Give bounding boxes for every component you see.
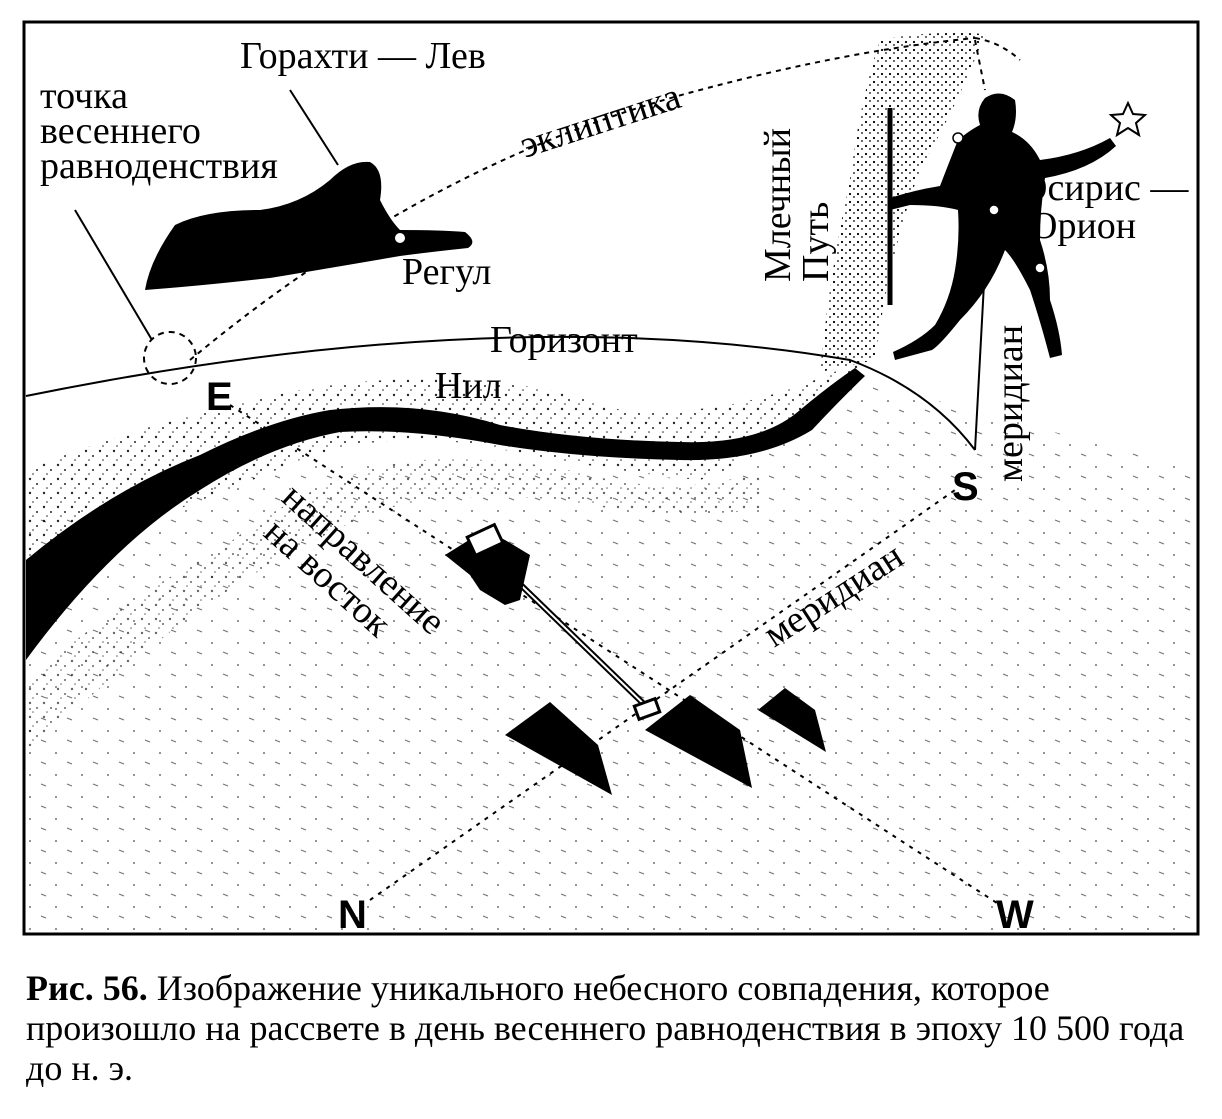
horizon-label: Горизонт <box>490 319 638 361</box>
horakhti-label: Горахти — Лев <box>240 35 486 77</box>
sphinx-temple <box>445 530 530 605</box>
nile-label: Нил <box>435 365 502 407</box>
pyramid-1 <box>505 702 612 795</box>
east-label: E <box>206 375 233 419</box>
osiris-orion-silhouette <box>890 93 1116 361</box>
milky-way-label-2: Путь <box>795 202 837 282</box>
figure-caption: Рис. 56. Изображение уникального небесно… <box>26 968 1206 1088</box>
meridian-sky-dash <box>974 39 986 91</box>
osiris-label-2: Орион <box>1030 205 1136 247</box>
east-direction-line <box>229 404 1001 906</box>
south-label: S <box>952 465 979 509</box>
orion-star-1 <box>952 132 964 144</box>
west-label: W <box>996 893 1034 937</box>
temple-block <box>465 522 505 558</box>
sphinx-leo-silhouette <box>145 161 473 290</box>
sand-bank-lower <box>26 459 760 760</box>
ecliptic-line-right <box>974 37 1021 61</box>
orion-star-2 <box>988 204 1000 216</box>
milky-way-label-1: Млечный <box>757 128 799 282</box>
sand-bank-upper <box>26 360 860 560</box>
celestial-alignment-diagram: точка весеннего равноденствия Горахти — … <box>22 20 1200 937</box>
pyramid-3 <box>758 688 826 752</box>
spring-point-label-2: весеннего <box>40 110 201 152</box>
spring-equinox-pointer <box>74 209 153 341</box>
caption-text: Изображение уникального небесного совпад… <box>26 968 1185 1088</box>
ecliptic-label: эклиптика <box>515 75 686 166</box>
meridian-sky-label: меридиан <box>989 325 1031 482</box>
osiris-star-icon <box>1108 100 1148 138</box>
pyramid-temple <box>632 696 662 722</box>
horakhti-pointer <box>289 89 339 166</box>
nile-river <box>26 368 865 660</box>
meridian-sky-line <box>974 264 986 451</box>
regulus-label: Регул <box>402 251 491 293</box>
spring-equinox-marker <box>143 331 197 385</box>
horizon-line <box>25 335 976 451</box>
regulus-star <box>393 231 407 245</box>
spring-point-label-3: равноденствия <box>40 145 278 187</box>
north-label: N <box>338 893 367 937</box>
figure-number: Рис. 56. <box>26 968 148 1008</box>
pyramid-2 <box>645 695 752 788</box>
orion-star-3 <box>1034 262 1046 274</box>
spring-point-label-1: точка <box>40 75 128 117</box>
osiris-label-1: Осирис — <box>1020 167 1189 209</box>
diagram-frame <box>22 20 1200 936</box>
